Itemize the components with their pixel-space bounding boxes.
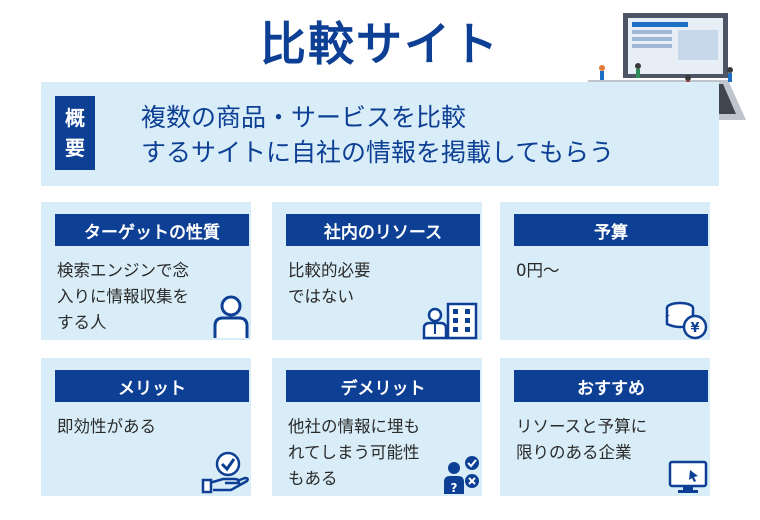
card-header: おすすめ — [514, 370, 708, 402]
card-header: ターゲットの性質 — [55, 214, 249, 246]
card-line: もある — [288, 469, 338, 488]
person-icon — [213, 295, 249, 338]
card-header: 社内のリソース — [286, 214, 480, 246]
card-header: 予算 — [514, 214, 708, 246]
overview-panel: 概 要 複数の商品・サービスを比較 するサイトに自社の情報を掲載してもらう — [41, 82, 719, 186]
card-recommended: おすすめ リソースと予算に 限りのある企業 — [500, 358, 710, 496]
card-line: 入りに情報収集を — [57, 287, 189, 306]
card-line: れてしまう可能性 — [288, 443, 420, 462]
card-budget: 予算 0円〜 ¥ — [500, 202, 710, 340]
card-line: 0円〜 — [516, 261, 560, 280]
overview-text-line-2: するサイトに自社の情報を掲載してもらう — [141, 138, 615, 167]
card-demerit: デメリット 他社の情報に埋も れてしまう可能性 もある ? — [272, 358, 482, 496]
svg-text:?: ? — [451, 481, 458, 495]
card-merit: メリット 即効性がある — [41, 358, 251, 496]
overview-badge-char-2: 要 — [65, 136, 85, 160]
card-header: メリット — [55, 370, 249, 402]
card-body: リソースと予算に 限りのある企業 — [516, 414, 706, 466]
staff-building-icon — [422, 302, 478, 340]
monitor-cursor-icon — [668, 460, 708, 493]
card-target: ターゲットの性質 検索エンジンで念 入りに情報収集を する人 — [41, 202, 251, 340]
card-body: 比較的必要 ではない — [288, 258, 478, 310]
overview-badge: 概 要 — [55, 96, 95, 170]
card-line: 即効性がある — [57, 417, 156, 436]
card-line: リソースと予算に — [516, 417, 648, 436]
overview-description: 複数の商品・サービスを比較 するサイトに自社の情報を掲載してもらう — [141, 100, 701, 170]
svg-text:¥: ¥ — [690, 321, 699, 336]
card-line: する人 — [57, 313, 107, 332]
card-resources: 社内のリソース 比較的必要 ではない — [272, 202, 482, 340]
card-line: 比較的必要 — [288, 261, 371, 280]
overview-badge-char-1: 概 — [65, 106, 85, 130]
overview-text-line-1: 複数の商品・サービスを比較 — [141, 103, 467, 132]
card-body: 検索エンジンで念 入りに情報収集を する人 — [57, 258, 247, 336]
card-body: 他社の情報に埋も れてしまう可能性 もある — [288, 414, 478, 492]
card-header: デメリット — [286, 370, 480, 402]
card-body: 即効性がある — [57, 414, 247, 440]
card-body: 0円〜 — [516, 258, 706, 284]
hand-check-icon — [201, 451, 249, 494]
card-line: 他社の情報に埋も — [288, 417, 420, 436]
card-line: 検索エンジンで念 — [57, 261, 189, 280]
coin-stack-icon: ¥ — [665, 301, 708, 340]
card-line: ではない — [288, 287, 354, 306]
page-title: 比較サイト — [260, 17, 500, 71]
card-line: 限りのある企業 — [516, 443, 632, 462]
confused-person-icon: ? — [444, 456, 479, 495]
